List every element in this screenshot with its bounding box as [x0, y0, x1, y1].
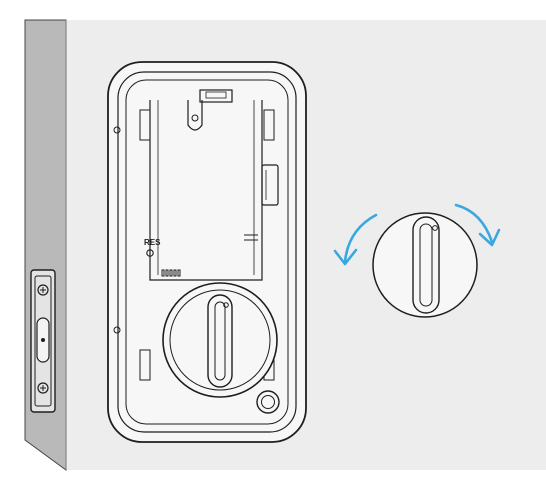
side-connector [261, 164, 279, 206]
settings-button[interactable] [256, 390, 280, 414]
latch-faceplate [30, 269, 56, 413]
reset-label: RES [144, 238, 161, 247]
clockwise-arrow-icon [454, 203, 494, 244]
screw-icon [113, 326, 121, 334]
screw-icon [37, 382, 49, 394]
screw-icon [113, 126, 121, 134]
counterclockwise-arrow-icon [343, 213, 378, 264]
thumb-turn-handle[interactable] [207, 294, 233, 388]
housing-inner [125, 79, 289, 425]
rotation-illustration [333, 203, 501, 318]
contact-pins [161, 269, 181, 277]
lock-housing [107, 61, 307, 443]
reset-button[interactable] [146, 249, 154, 257]
thumb-turn-detail-handle [412, 216, 440, 314]
housing-rim [117, 71, 297, 433]
screw-icon [37, 284, 49, 296]
